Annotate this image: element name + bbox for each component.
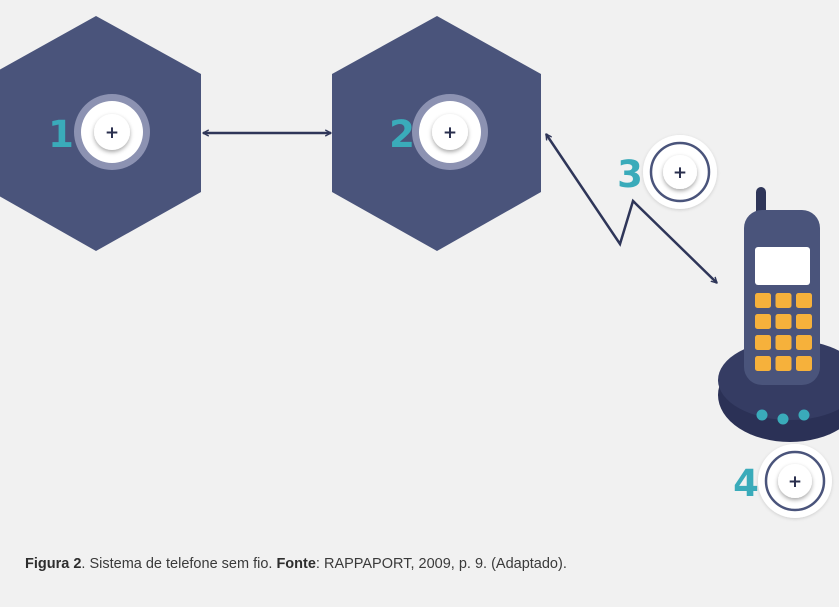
keypad-key bbox=[775, 293, 792, 308]
plus-icon: + bbox=[673, 163, 687, 183]
marker-3-number: 3 bbox=[617, 153, 643, 196]
caption-figure-label: Figura 2 bbox=[25, 556, 82, 572]
keypad-key bbox=[796, 293, 812, 308]
base-light-center bbox=[777, 413, 789, 425]
keypad-key bbox=[796, 335, 812, 350]
caption-source-text: : RAPPAPORT, 2009, p. 9. (Adaptado). bbox=[315, 556, 567, 572]
cordless-handset bbox=[744, 187, 820, 385]
marker-1: 1 + bbox=[48, 94, 150, 170]
marker-4: 4 + bbox=[733, 444, 832, 518]
marker-2-number: 2 bbox=[389, 113, 415, 156]
handset-keypad bbox=[755, 293, 812, 371]
keypad-key bbox=[755, 293, 771, 308]
wireless-link-arrow bbox=[544, 133, 718, 284]
keypad-key bbox=[775, 356, 792, 371]
marker-2: 2 + bbox=[389, 94, 488, 170]
keypad-key bbox=[755, 356, 771, 371]
keypad-key bbox=[796, 356, 812, 371]
marker-3: 3 + bbox=[617, 135, 717, 209]
keypad-key bbox=[775, 335, 792, 350]
caption-source-label: Fonte bbox=[276, 556, 316, 572]
figure-caption: Figura 2. Sistema de telefone sem fio. F… bbox=[25, 556, 567, 572]
keypad-key bbox=[775, 314, 792, 329]
keypad-key bbox=[755, 335, 771, 350]
plus-icon: + bbox=[788, 472, 802, 492]
handset-screen bbox=[755, 247, 810, 285]
marker-3-plus-button[interactable]: + bbox=[663, 155, 697, 189]
base-light-right bbox=[798, 409, 810, 421]
marker-4-plus-button[interactable]: + bbox=[778, 464, 812, 498]
marker-2-plus-button[interactable]: + bbox=[432, 114, 468, 150]
base-light-left bbox=[756, 409, 768, 421]
wireless-phone-diagram: 1 + 2 + 3 + 4 + bbox=[0, 16, 839, 518]
plus-icon: + bbox=[443, 123, 457, 143]
marker-4-number: 4 bbox=[733, 462, 759, 505]
plus-icon: + bbox=[105, 123, 119, 143]
marker-1-number: 1 bbox=[48, 113, 74, 156]
keypad-key bbox=[755, 314, 771, 329]
marker-1-plus-button[interactable]: + bbox=[94, 114, 130, 150]
caption-figure-text: . Sistema de telefone sem fio. bbox=[81, 556, 277, 572]
keypad-key bbox=[796, 314, 812, 329]
